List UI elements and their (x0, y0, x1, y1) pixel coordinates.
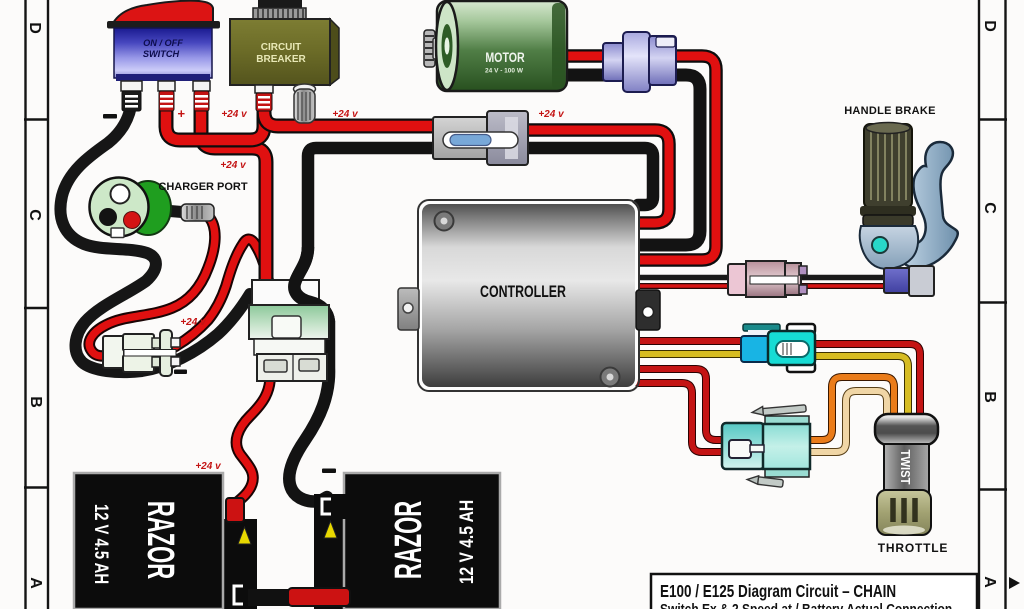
svg-text:+24 v: +24 v (180, 317, 207, 328)
svg-text:RAZOR: RAZOR (387, 501, 430, 579)
svg-text:D: D (26, 22, 43, 34)
svg-text:THROTTLE: THROTTLE (878, 541, 948, 555)
svg-text:TWIST: TWIST (898, 450, 913, 486)
svg-text:+24 v: +24 v (195, 461, 222, 472)
svg-text:B: B (981, 391, 998, 403)
svg-text:12 V 4.5 AH: 12 V 4.5 AH (91, 504, 112, 584)
svg-text:+24 v: +24 v (220, 160, 247, 171)
svg-text:+: + (177, 106, 185, 121)
svg-text:12 V 4.5 AH: 12 V 4.5 AH (456, 500, 478, 584)
svg-text:SWITCH: SWITCH (143, 49, 180, 59)
svg-text:B: B (27, 396, 44, 408)
svg-text:Switch Ex & 2 Speed at / Batte: Switch Ex & 2 Speed at / Battery Actual … (660, 601, 952, 609)
svg-text:E100 / E125 Diagram Circuit –: E100 / E125 Diagram Circuit – CHAIN (660, 582, 896, 601)
svg-text:A: A (981, 576, 998, 588)
svg-text:BREAKER: BREAKER (256, 54, 306, 65)
svg-text:MOTOR: MOTOR (485, 50, 524, 66)
svg-text:24 V - 100 W: 24 V - 100 W (485, 68, 524, 75)
svg-text:HANDLE BRAKE: HANDLE BRAKE (844, 105, 936, 117)
svg-text:+24 v: +24 v (538, 109, 565, 120)
svg-text:C: C (981, 202, 998, 214)
svg-text:RAZOR: RAZOR (139, 501, 182, 579)
svg-text:CIRCUIT: CIRCUIT (261, 42, 302, 53)
svg-text:+24 v: +24 v (332, 109, 359, 120)
svg-text:ON / OFF: ON / OFF (143, 38, 183, 48)
svg-text:A: A (27, 577, 44, 589)
svg-text:CHARGER PORT: CHARGER PORT (158, 181, 248, 193)
svg-text:C: C (26, 209, 43, 221)
svg-text:CONTROLLER: CONTROLLER (480, 283, 566, 301)
svg-text:+24 v: +24 v (221, 109, 248, 120)
svg-text:D: D (981, 20, 998, 32)
